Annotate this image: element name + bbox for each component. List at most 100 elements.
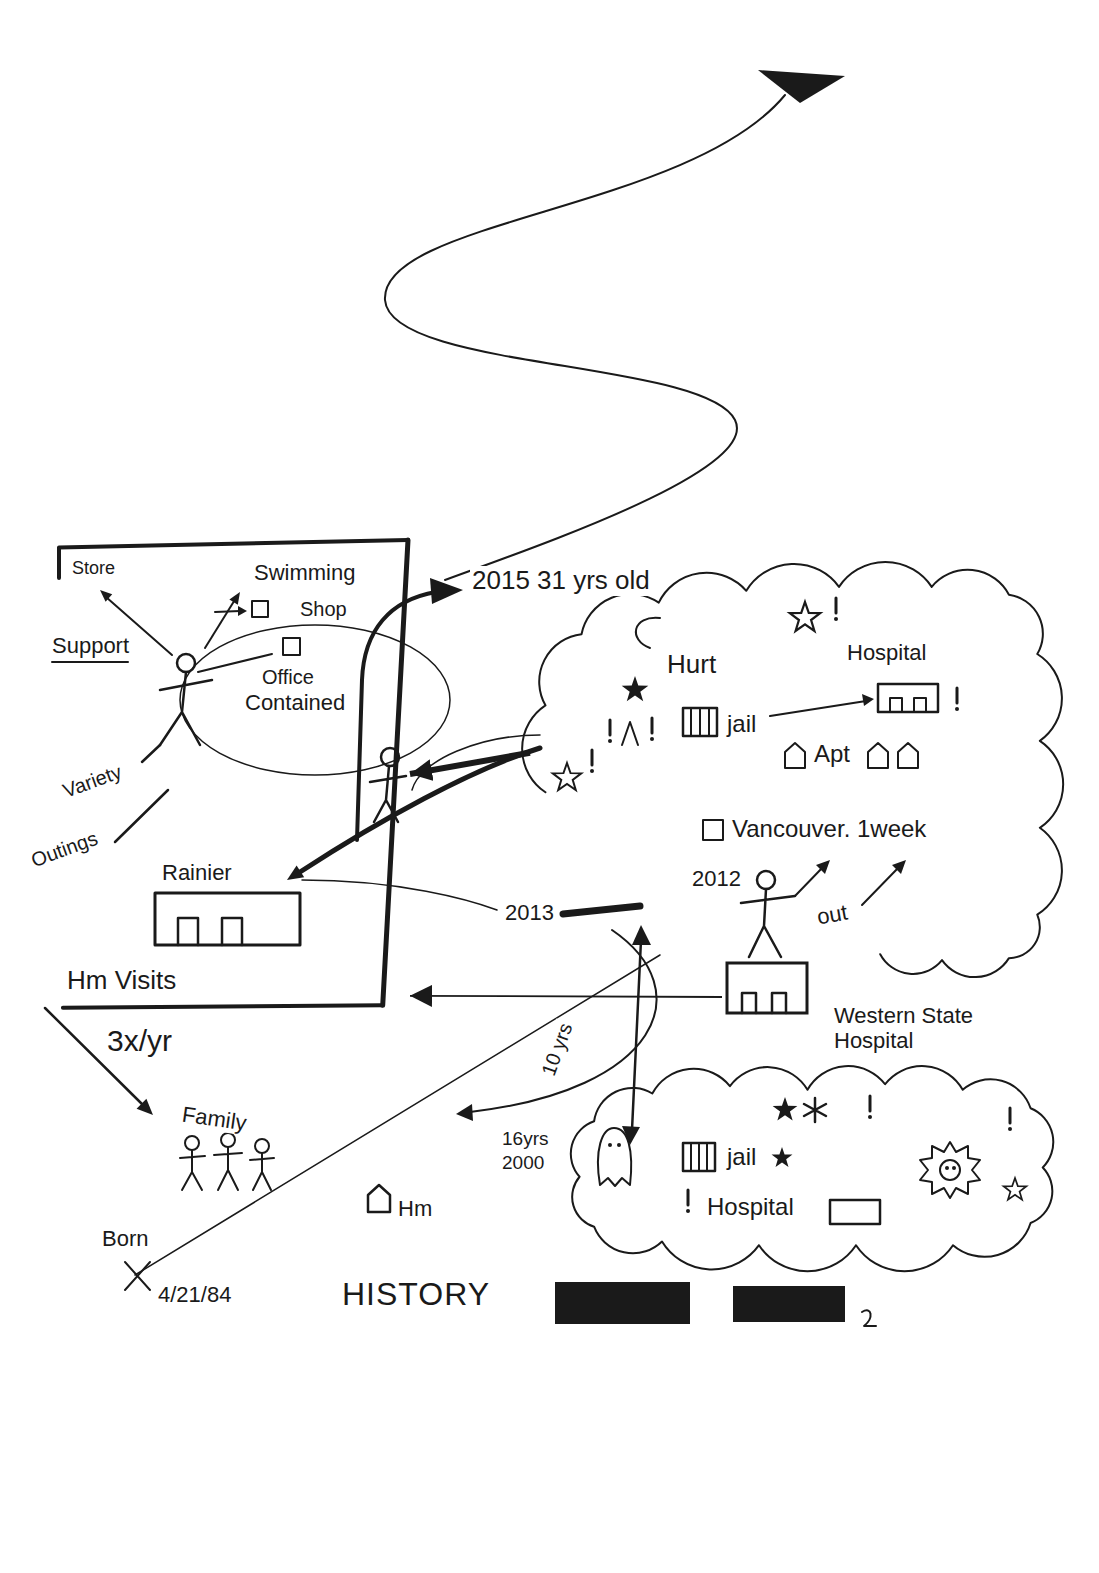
annotation-label: Family	[179, 1101, 251, 1136]
hospital-icon	[878, 684, 938, 712]
crisis-cloud: HurtHospitaljailAptVancouver. 1week	[530, 575, 1045, 970]
family-figure	[185, 1136, 199, 1150]
crisis-cloud	[530, 575, 1045, 970]
container-right-edge	[383, 540, 408, 1005]
building-outline	[727, 963, 807, 1013]
node-text: Hm Visits	[65, 966, 178, 996]
exclamation-mark	[1008, 1108, 1012, 1131]
stick-figure	[177, 654, 195, 672]
face-eye	[952, 1166, 956, 1170]
family-figure	[214, 1147, 242, 1190]
annotation-label: 4/21/84	[156, 1282, 233, 1307]
redaction-bar	[733, 1286, 845, 1322]
jail-bars	[691, 1143, 707, 1171]
building-doors	[178, 918, 242, 945]
timeline-line	[135, 955, 660, 1275]
diagram-title: HISTORY	[340, 1276, 492, 1313]
annotation-label: 3x/yr	[105, 1024, 174, 1059]
year-arrowhead	[430, 578, 463, 604]
scribble-mark	[622, 722, 638, 745]
family-figure	[250, 1153, 274, 1190]
return-arrow	[300, 748, 540, 872]
node-text: Store	[70, 558, 117, 579]
node-text: Variety	[58, 760, 127, 804]
future-curve	[385, 95, 785, 580]
node-text: jail	[725, 1143, 758, 1171]
jail-icon	[683, 1143, 715, 1171]
burst-face	[940, 1160, 960, 1180]
contained-loop	[180, 625, 450, 775]
exclamation-mark	[955, 688, 959, 711]
office-square	[283, 638, 300, 655]
crisis-cloud	[565, 1075, 1050, 1260]
visits-arrowhead	[137, 1099, 153, 1115]
shop-arrow	[215, 611, 240, 612]
annotation-label: 2013	[503, 900, 556, 925]
node-text: Outings	[26, 826, 102, 873]
star-mark	[772, 1147, 793, 1167]
exclamation-mark	[868, 1096, 872, 1119]
node-text: jail	[725, 710, 758, 738]
redaction-bar	[555, 1282, 690, 1324]
node-text: Contained	[243, 690, 347, 715]
ghost-eye	[608, 1143, 612, 1147]
variety-line	[142, 745, 160, 762]
annotation-label: Hm	[396, 1196, 434, 1221]
node-text: Hospital	[705, 1193, 796, 1221]
annotation-label: Born	[100, 1226, 150, 1251]
exclamation-mark	[686, 1190, 690, 1213]
out-arrow	[795, 866, 824, 896]
rainier-building	[155, 893, 300, 945]
family-figure	[255, 1139, 269, 1153]
cloud-outline	[522, 562, 1063, 977]
star-outline	[553, 763, 582, 790]
exclamation-mark	[608, 720, 612, 743]
out-arrowhead	[816, 860, 830, 874]
shop-arrowhead	[238, 606, 247, 616]
jail-icon	[683, 708, 717, 736]
care-setting-outline: StoreSwimmingShopSupportOfficeContainedV…	[20, 538, 410, 1010]
stick-figure	[741, 889, 795, 957]
jail-bars	[691, 708, 709, 736]
node-text: Vancouver. 1week	[730, 815, 928, 843]
year-bar	[563, 906, 640, 914]
asterisk-mark	[804, 1098, 826, 1122]
annotation-label: 2000	[500, 1152, 546, 1174]
out-arrow	[862, 866, 900, 905]
exclamation-mark	[590, 750, 594, 773]
hospital-building: Western State Hospital	[722, 955, 1017, 1060]
node-text: Rainier	[160, 860, 234, 885]
connector-arrow	[410, 753, 530, 774]
future-arrowhead	[758, 70, 845, 103]
node-text: Swimming	[252, 560, 357, 585]
building-doors	[890, 698, 926, 712]
node-text: Hurt	[665, 650, 718, 680]
annotation-label: 10 yrs	[536, 1018, 578, 1081]
ghost-eye	[617, 1143, 621, 1147]
return-curve	[470, 930, 657, 1112]
node-text: Shop	[298, 598, 349, 621]
thin-link	[302, 880, 497, 910]
stick-figure	[160, 672, 212, 745]
star-mark	[622, 676, 649, 701]
node-text: Western State Hospital	[832, 1003, 986, 1054]
node-text: Office	[260, 666, 316, 689]
family-figure	[221, 1133, 235, 1147]
ghost-figure	[598, 1128, 631, 1186]
pen-mark	[862, 1310, 876, 1326]
stick-figure	[757, 871, 775, 889]
crisis-cloud: jailHospital	[565, 1075, 1050, 1260]
birth-mark	[125, 1262, 150, 1290]
house-square	[703, 820, 723, 840]
annotation-label: out	[813, 899, 851, 930]
annotation-label: 16yrs	[500, 1128, 550, 1150]
hospital-icon	[830, 1200, 880, 1224]
connector-arrow	[410, 996, 722, 997]
apartment-icon	[785, 743, 805, 768]
exclamation-mark	[834, 598, 838, 621]
annotation-label: 2015 31 yrs old	[470, 566, 652, 596]
building-doors	[742, 993, 786, 1013]
